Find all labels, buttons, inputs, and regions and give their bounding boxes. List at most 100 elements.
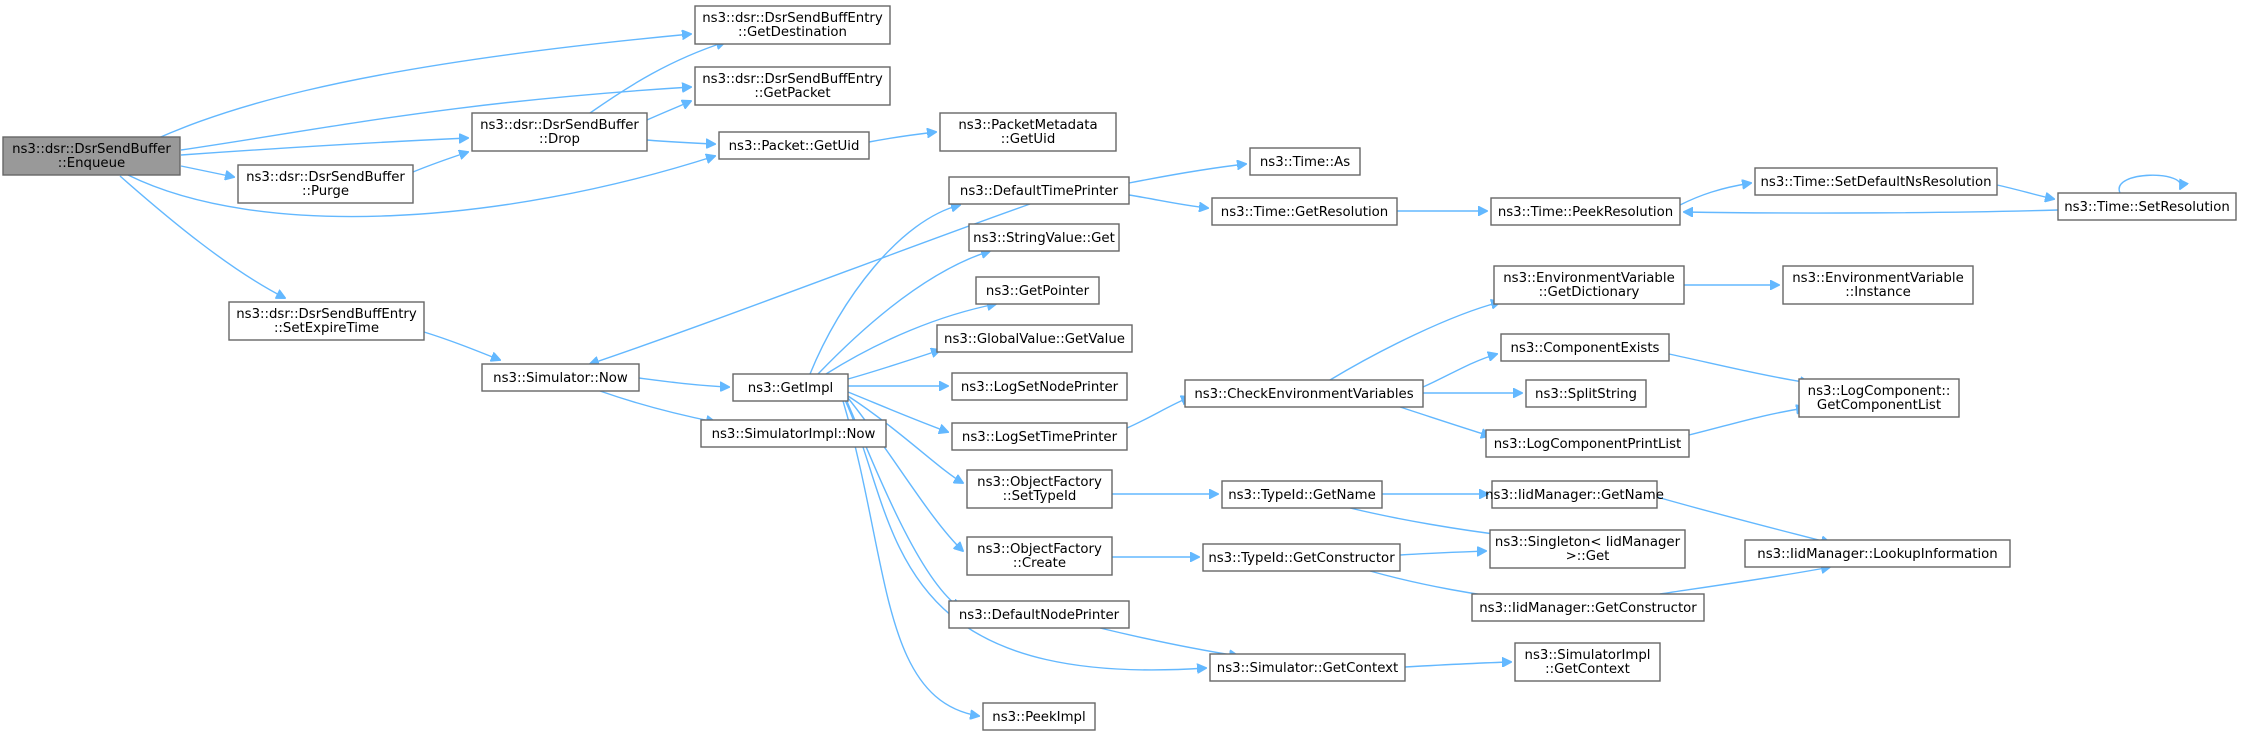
node-getpacket[interactable]: ns3::dsr::DsrSendBuffEntry::GetPacket <box>694 66 891 106</box>
edge-simnow-to-simimplnow <box>599 390 715 422</box>
node-logsettimeprinter[interactable]: ns3::LogSetTimePrinter <box>951 422 1128 451</box>
node-ofcreate[interactable]: ns3::ObjectFactory::Create <box>966 536 1113 576</box>
node-timesetresolution[interactable]: ns3::Time::SetResolution <box>2057 192 2237 221</box>
node-globalvaluegetvalue[interactable]: ns3::GlobalValue::GetValue <box>936 324 1133 353</box>
node-label: ns3::TypeId::GetConstructor <box>1208 551 1395 566</box>
node-label: ns3::dsr::DsrSendBuffEntry <box>236 307 417 322</box>
node-label: ns3::TypeId::GetName <box>1228 488 1376 503</box>
edge-getimpl-to-getpointer <box>825 304 996 375</box>
node-drop[interactable]: ns3::dsr::DsrSendBuffer::Drop <box>471 112 648 152</box>
edge-enqueue-to-purge <box>180 165 234 177</box>
node-box <box>982 702 1096 731</box>
node-packetgetuid[interactable]: ns3::Packet::GetUid <box>718 131 870 160</box>
node-defaultnodeprinter[interactable]: ns3::DefaultNodePrinter <box>948 600 1130 629</box>
edge-iidmgetctor-to-iidmlookup <box>1659 567 1830 595</box>
node-label: ns3::LogSetNodePrinter <box>961 380 1119 395</box>
edge-getimpl-to-simgetcontext <box>844 399 1206 670</box>
node-simgetcontext[interactable]: ns3::Simulator::GetContext <box>1209 653 1406 682</box>
node-ofsettypeid[interactable]: ns3::ObjectFactory::SetTypeId <box>966 469 1113 509</box>
node-box <box>951 422 1128 451</box>
node-iidmgetname[interactable]: ns3::IidManager::GetName <box>1485 480 1664 509</box>
node-label: ns3::DefaultTimePrinter <box>960 184 1119 199</box>
node-box <box>2057 192 2237 221</box>
edge-drop-to-getpacket <box>646 101 691 121</box>
node-componentexists[interactable]: ns3::ComponentExists <box>1500 333 1670 362</box>
edge-checkenv-to-envgetdict <box>1329 302 1500 381</box>
node-logcomponentprintlist[interactable]: ns3::LogComponentPrintList <box>1485 429 1690 458</box>
node-box <box>1493 265 1685 305</box>
edge-enqueue-to-drop <box>180 138 468 156</box>
node-splitstring[interactable]: ns3::SplitString <box>1525 379 1647 408</box>
node-box <box>966 469 1113 509</box>
node-defaulttimeprinter[interactable]: ns3::DefaultTimePrinter <box>948 176 1130 205</box>
node-checkenv[interactable]: ns3::CheckEnvironmentVariables <box>1184 379 1424 408</box>
node-box <box>1489 529 1686 569</box>
node-setexpiretime[interactable]: ns3::dsr::DsrSendBuffEntry::SetExpireTim… <box>228 301 425 341</box>
edge-getimpl-to-ofcreate <box>847 397 963 551</box>
node-typeidgetctor[interactable]: ns3::TypeId::GetConstructor <box>1202 543 1401 572</box>
node-box <box>481 363 640 392</box>
node-iidmlookup[interactable]: ns3::IidManager::LookupInformation <box>1744 539 2011 568</box>
edge-purge-to-drop <box>412 152 468 173</box>
node-label: ns3::dsr::DsrSendBuffer <box>246 170 405 185</box>
node-enqueue[interactable]: ns3::dsr::DsrSendBuffer::Enqueue <box>2 136 181 176</box>
node-singletonget[interactable]: ns3::Singleton< IidManager>::Get <box>1489 529 1686 569</box>
node-getpointer[interactable]: ns3::GetPointer <box>975 276 1100 305</box>
node-envinstance[interactable]: ns3::EnvironmentVariable::Instance <box>1782 265 1974 305</box>
node-label: ns3::LogComponent:: <box>1808 384 1951 399</box>
node-label: ns3::ComponentExists <box>1510 341 1659 356</box>
node-label: ::Create <box>1013 556 1066 571</box>
node-iidmgetctor[interactable]: ns3::IidManager::GetConstructor <box>1471 593 1705 622</box>
node-label: ns3::ObjectFactory <box>977 475 1102 490</box>
node-label: ns3::PacketMetadata <box>958 118 1097 133</box>
edge-defaulttimeprinter-to-timeas <box>1128 164 1246 184</box>
node-logsetnodeprinter[interactable]: ns3::LogSetNodePrinter <box>951 372 1128 401</box>
node-simimplnow[interactable]: ns3::SimulatorImpl::Now <box>700 419 887 448</box>
node-getdestination[interactable]: ns3::dsr::DsrSendBuffEntry::GetDestinati… <box>694 5 891 45</box>
node-box <box>1221 480 1383 509</box>
node-label: ns3::Time::SetResolution <box>2064 200 2230 215</box>
node-box <box>1184 379 1424 408</box>
edge-enqueue-to-setexpiretime <box>119 175 285 298</box>
node-simimplgetcontext[interactable]: ns3::SimulatorImpl::GetContext <box>1514 642 1661 682</box>
edge-checkenv-to-componentexists <box>1422 354 1497 388</box>
edge-timesetresolution-to-timesetresolution <box>2118 174 2181 194</box>
edge-setexpiretime-to-simnow <box>423 331 500 360</box>
node-pmgetuid[interactable]: ns3::PacketMetadata::GetUid <box>939 112 1117 152</box>
edge-enqueue-to-getpacket <box>180 87 691 151</box>
node-getimpl[interactable]: ns3::GetImpl <box>732 373 849 402</box>
node-label: ns3::Packet::GetUid <box>729 139 860 154</box>
node-peekimpl[interactable]: ns3::PeekImpl <box>982 702 1096 731</box>
node-label: ::GetContext <box>1545 662 1630 677</box>
edge-timesetresolution-to-timepeekresolution <box>1684 210 2059 213</box>
node-timegetresolution[interactable]: ns3::Time::GetResolution <box>1211 197 1398 226</box>
node-label: >::Get <box>1566 549 1610 564</box>
node-label: ns3::Simulator::GetContext <box>1217 661 1398 676</box>
node-purge[interactable]: ns3::dsr::DsrSendBuffer::Purge <box>237 164 414 204</box>
node-timepeekresolution[interactable]: ns3::Time::PeekResolution <box>1490 197 1681 226</box>
node-logcomponentgetlist[interactable]: ns3::LogComponent::GetComponentList <box>1798 378 1960 418</box>
node-label: ns3::StringValue::Get <box>973 231 1115 246</box>
node-label: ::GetDestination <box>738 25 847 40</box>
node-box <box>1491 480 1658 509</box>
node-label: ns3::IidManager::GetConstructor <box>1479 601 1697 616</box>
node-box <box>1782 265 1974 305</box>
edge-defaulttimeprinter-to-timegetresolution <box>1128 194 1208 208</box>
node-box <box>1485 429 1690 458</box>
edge-simnow-to-getimpl <box>638 377 729 387</box>
node-label: ns3::Time::PeekResolution <box>1498 205 1673 220</box>
node-box <box>2 136 181 176</box>
node-label: ns3::Simulator::Now <box>493 371 628 386</box>
node-typeidgetname[interactable]: ns3::TypeId::GetName <box>1221 480 1383 509</box>
node-box <box>1744 539 2011 568</box>
node-box <box>1202 543 1401 572</box>
node-timeas[interactable]: ns3::Time::As <box>1249 147 1361 176</box>
node-box <box>951 372 1128 401</box>
node-envgetdict[interactable]: ns3::EnvironmentVariable::GetDictionary <box>1493 265 1685 305</box>
node-simnow[interactable]: ns3::Simulator::Now <box>481 363 640 392</box>
node-label: ns3::IidManager::LookupInformation <box>1757 547 1997 562</box>
node-stringvalueget[interactable]: ns3::StringValue::Get <box>968 223 1120 252</box>
edge-packetgetuid-to-pmgetuid <box>868 132 936 143</box>
node-label: ::Instance <box>1845 285 1911 300</box>
node-timesetdefaultns[interactable]: ns3::Time::SetDefaultNsResolution <box>1754 167 1998 196</box>
